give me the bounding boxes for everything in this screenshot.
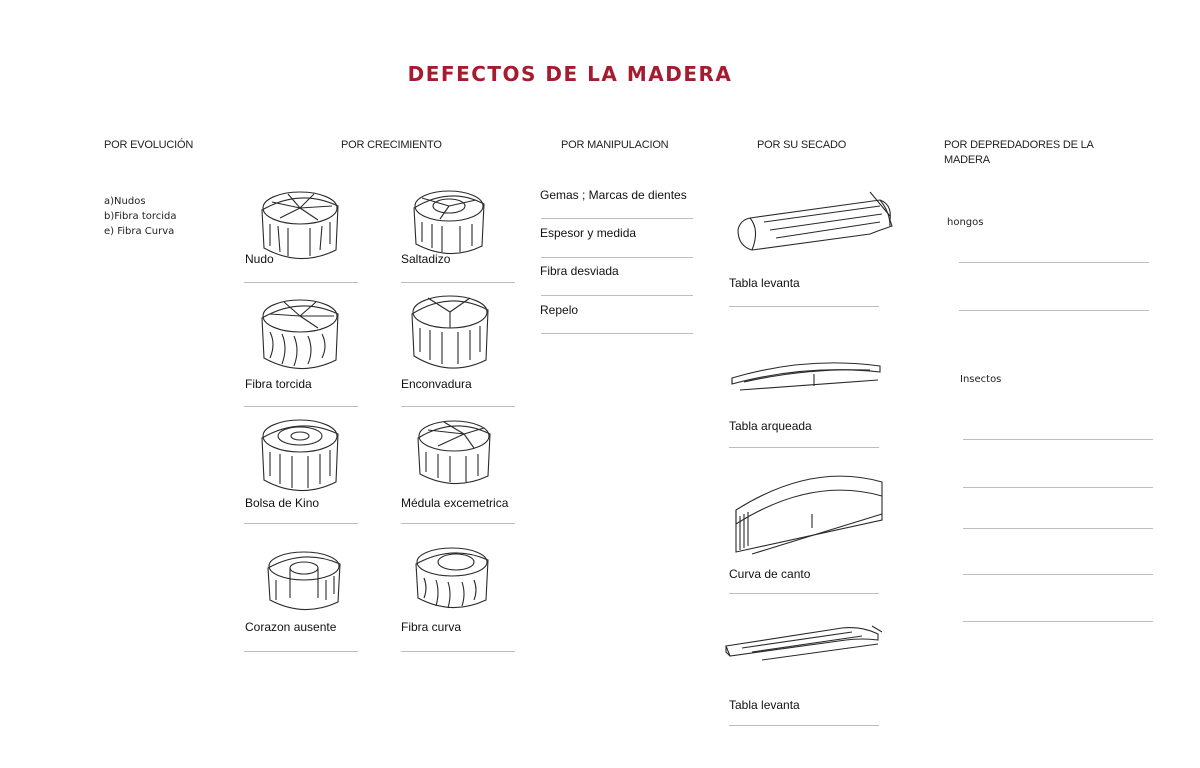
answer-line [401,651,515,652]
crecimiento-label-enconvadura: Enconvadura [401,377,472,391]
crecimiento-label-corazon-ausente: Corazon ausente [245,620,337,634]
board-sketch-tabla-arqueada [731,362,881,391]
board-sketch-tabla-levanta-2 [725,625,883,661]
manipulacion-label-gemas: Gemas ; Marcas de dientes [540,188,687,202]
crecimiento-label-fibra-curva: Fibra curva [401,620,462,634]
answer-line [244,651,358,652]
secado-label-tabla-levanta-2: Tabla levanta [729,698,800,712]
answer-line [244,282,358,283]
crecimiento-label-saltadizo: Saltadizo [401,252,451,266]
log-sketch-fibra-torcida [261,299,339,370]
answer-line [963,528,1153,529]
crecimiento-label-nudo: Nudo [245,252,274,266]
secado-label-tabla-levanta: Tabla levanta [729,276,800,290]
page-title: DEFECTOS DE LA MADERA [407,62,733,86]
evolucion-item: e) Fibra Curva [104,226,175,237]
secado-label-curva-de-canto: Curva de canto [729,567,811,581]
crecimiento-label-medula-excemetrica: Médula excemetrica [401,496,509,510]
depredadores-label-insectos: Insectos [960,374,1002,385]
answer-line [244,406,358,407]
log-sketch-saltadizo [413,190,485,255]
answer-line [963,439,1153,440]
log-sketch-nudo [261,191,339,260]
manipulacion-label-espesor: Espesor y medida [540,226,637,240]
answer-line [959,262,1149,263]
secado-label-tabla-arqueada: Tabla arqueada [729,419,812,433]
answer-line [401,523,515,524]
manipulacion-label-repelo: Repelo [540,303,579,317]
column-header-evolucion: POR EVOLUCIÓN [104,139,194,151]
board-sketch-tabla-levanta [737,191,893,251]
answer-line [729,306,879,307]
column-header-crecimiento: POR CRECIMIENTO [341,139,442,151]
answer-line [963,487,1153,488]
crecimiento-label-bolsa-de-kino: Bolsa de Kino [245,496,320,510]
answer-line [541,333,693,334]
log-sketch-medula-excentrica [417,420,491,485]
depredadores-label-hongos: hongos [947,217,984,228]
evolucion-list: a)Nudos b)Fibra torcida e) Fibra Curva [104,194,177,239]
evolucion-item: a)Nudos [104,196,146,207]
answer-line [729,593,879,594]
answer-line [541,257,693,258]
crecimiento-label-fibra-torcida: Fibra torcida [245,377,312,391]
answer-line [541,295,693,296]
answer-line [963,574,1153,575]
answer-line [959,310,1149,311]
log-sketch-enconvadura [411,295,489,369]
column-header-depredadores: POR DEPREDADORES DE LA MADERA [944,139,1094,166]
log-sketch-bolsa-de-kino [261,419,339,492]
answer-line [729,725,879,726]
log-sketch-corazon-ausente [267,551,341,611]
answer-line [244,523,358,524]
column-header-secado: POR SU SECADO [757,139,847,151]
answer-line [401,406,515,407]
answer-line [729,447,879,448]
column-header-manipulacion: POR MANIPULACION [561,139,669,151]
answer-line [963,621,1153,622]
log-sketch-fibra-curva [415,547,489,609]
answer-line [541,218,693,219]
evolucion-item: b)Fibra torcida [104,211,177,222]
answer-line [401,282,515,283]
manipulacion-label-fibra-desviada: Fibra desviada [540,264,619,278]
board-sketch-curva-de-canto [735,475,883,555]
